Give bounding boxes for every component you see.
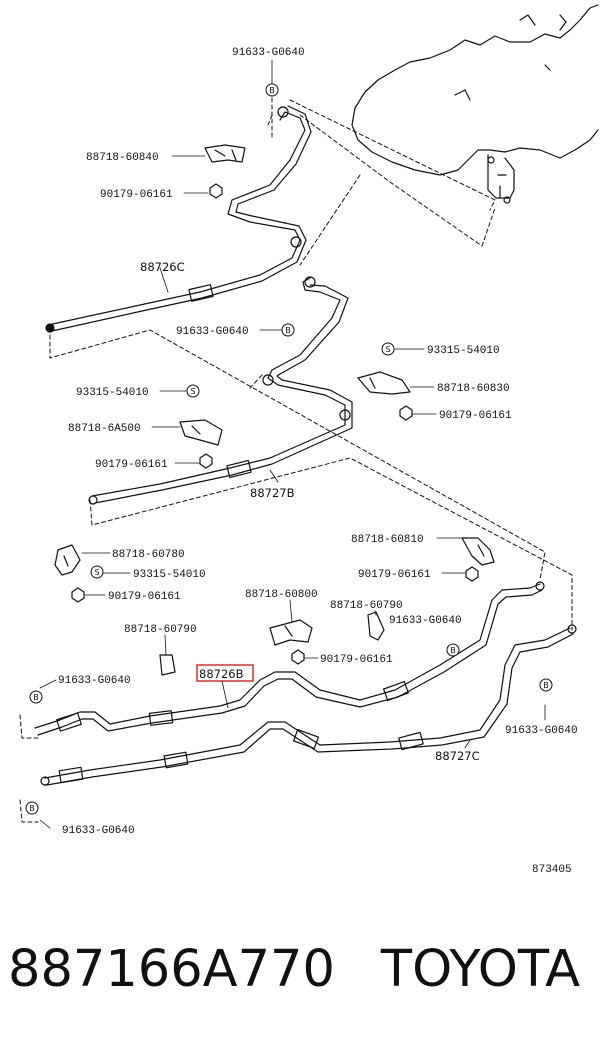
clamp-60780 (54, 544, 81, 576)
label-88718-6A500: 88718-6A500 (68, 423, 141, 435)
label-88718-60790-a: 88718-60790 (124, 624, 197, 636)
label-91633-top: 91633-G0640 (232, 47, 305, 59)
label-88726B: 88726B (199, 667, 244, 681)
label-88718-60830: 88718-60830 (437, 383, 510, 395)
clamp-60840 (204, 144, 246, 163)
label-88718-60790-b: 88718-60790 (330, 600, 403, 612)
ref-mark: B (33, 693, 39, 702)
label-88718-60800: 88718-60800 (245, 589, 318, 601)
label-88718-60780: 88718-60780 (112, 549, 185, 561)
label-88727C: 88727C (435, 749, 480, 763)
ref-mark: B (285, 326, 291, 335)
hose-88726C (47, 111, 306, 326)
label-88718-60810: 88718-60810 (351, 534, 424, 546)
clamp-60790-b (367, 611, 385, 641)
clamp-6A500 (179, 419, 223, 446)
label-90179-mid: 90179-06161 (320, 654, 393, 666)
label-90179-a: 90179-06161 (100, 189, 173, 201)
clamp-60790-a (159, 654, 176, 676)
compressor-outline (351, 4, 599, 176)
label-90179-left: 90179-06161 (95, 459, 168, 471)
part-number: 887166A770 (8, 940, 335, 999)
ref-mark: S (94, 568, 99, 577)
label-90179-r2: 90179-06161 (358, 569, 431, 581)
ref-mark: B (269, 86, 275, 95)
hose-88726B (34, 583, 541, 729)
ref-mark: B (29, 804, 35, 813)
brand-name: TOYOTA (380, 940, 581, 999)
label-93315-right: 93315-54010 (427, 345, 500, 357)
part-number-caption: 887166A770 TOYOTA (8, 930, 580, 1010)
hose-88727C (44, 627, 571, 779)
compressor-bracket (487, 154, 515, 199)
clamp-60810 (461, 537, 495, 566)
label-88718-60840: 88718-60840 (86, 152, 159, 164)
clamp-60800 (269, 619, 313, 646)
label-91633-left: 91633-G0640 (58, 675, 131, 687)
ref-mark: S (385, 345, 390, 354)
clamp-60830 (357, 371, 411, 395)
label-91633-g: 91633-G0640 (389, 615, 462, 627)
hose-88727B (91, 277, 346, 497)
label-91633-mid: 91633-G0640 (176, 326, 249, 338)
label-93315-low: 93315-54010 (133, 569, 206, 581)
diagram-number: 873405 (532, 864, 572, 876)
label-88726C: 88726C (140, 260, 185, 274)
label-91633-right: 91633-G0640 (505, 725, 578, 737)
ref-mark: B (543, 681, 549, 690)
ref-mark: S (190, 387, 195, 396)
highlight-box (196, 664, 254, 682)
label-90179-low: 90179-06161 (108, 591, 181, 603)
label-90179-right: 90179-06161 (439, 410, 512, 422)
ref-mark: B (450, 646, 456, 655)
label-93315-left: 93315-54010 (76, 387, 149, 399)
label-91633-bottom: 91633-G0640 (62, 825, 135, 837)
label-88727B: 88727B (250, 486, 295, 500)
